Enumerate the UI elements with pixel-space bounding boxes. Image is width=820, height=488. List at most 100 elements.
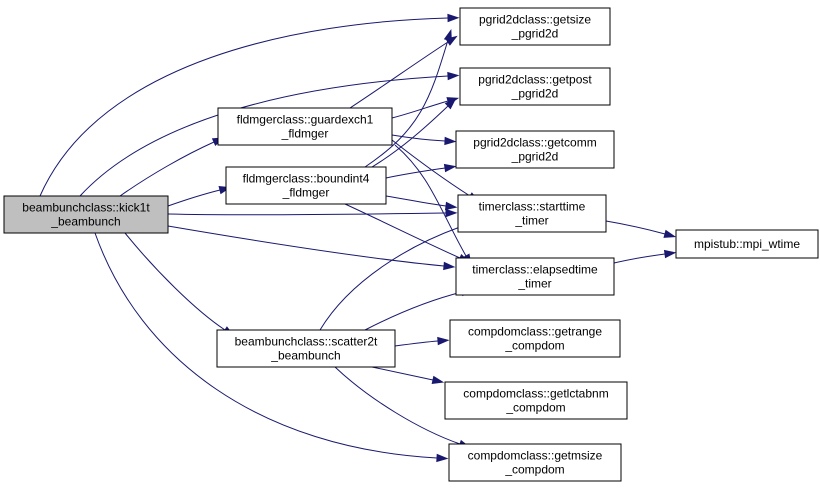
node-box bbox=[216, 329, 396, 368]
edge-kick1t-to-boundint4 bbox=[167, 186, 232, 207]
node-label: mpistub::mpi_wtime bbox=[694, 237, 800, 251]
node-elapsedtime[interactable]: timerclass::elapsedtime_timer bbox=[455, 257, 615, 296]
edge-line bbox=[364, 291, 463, 331]
arrowhead-icon bbox=[443, 261, 456, 271]
node-box bbox=[457, 194, 607, 233]
node-label: pgrid2dclass::getcomm bbox=[473, 136, 596, 150]
node-label: fldmgerclass::boundint4 bbox=[243, 172, 370, 186]
node-box bbox=[455, 257, 615, 296]
node-label-suffix: _pgrid2d bbox=[511, 150, 559, 164]
edge-kick1t-to-elapsedtime bbox=[167, 225, 456, 271]
node-box bbox=[225, 166, 387, 205]
edge-kick1t-to-getmsize bbox=[94, 232, 449, 463]
node-box bbox=[455, 130, 615, 169]
node-box bbox=[448, 443, 622, 482]
arrowhead-icon bbox=[663, 249, 677, 259]
arrowhead-icon bbox=[663, 229, 677, 238]
edge-line bbox=[391, 134, 446, 142]
node-getlctabnm[interactable]: compdomclass::getlctabnm_compdom bbox=[444, 381, 628, 420]
edge-starttime-to-mpi_wtime bbox=[605, 220, 677, 238]
edge-line bbox=[605, 220, 666, 235]
edge-boundint4-to-getcomm bbox=[385, 163, 457, 179]
node-getmsize[interactable]: compdomclass::getmsize_compdom bbox=[448, 443, 622, 482]
edge-line bbox=[167, 189, 221, 207]
node-label: timerclass::elapsedtime bbox=[472, 263, 598, 277]
arrowhead-icon bbox=[443, 163, 457, 173]
node-label-suffix: _compdom bbox=[505, 401, 565, 415]
node-label-suffix: _compdom bbox=[504, 339, 564, 353]
node-boundint4[interactable]: fldmgerclass::boundint4_fldmger bbox=[225, 166, 387, 205]
edge-line bbox=[94, 232, 438, 459]
node-getsize[interactable]: pgrid2dclass::getsize_pgrid2d bbox=[459, 7, 611, 46]
node-guardexch1[interactable]: fldmgerclass::guardexch1_fldmger bbox=[217, 107, 393, 146]
node-label-suffix: _beambunch bbox=[270, 349, 340, 363]
node-getpost[interactable]: pgrid2dclass::getpost_pgrid2d bbox=[459, 67, 611, 106]
edge-line bbox=[119, 141, 215, 197]
edge-boundint4-to-getsize bbox=[364, 28, 452, 168]
edge-line bbox=[334, 366, 461, 445]
arrowhead-icon bbox=[444, 201, 458, 211]
node-label: timerclass::starttime bbox=[479, 200, 586, 214]
node-label-suffix: _timer bbox=[517, 277, 551, 291]
arrowhead-icon bbox=[431, 375, 445, 384]
node-label-suffix: _fldmger bbox=[282, 186, 330, 200]
edge-line bbox=[39, 17, 449, 197]
node-label: pgrid2dclass::getsize bbox=[479, 13, 591, 27]
edge-line bbox=[391, 100, 449, 119]
node-box bbox=[675, 229, 819, 259]
node-box bbox=[459, 67, 611, 106]
node-label: compdomclass::getlctabnm bbox=[463, 387, 608, 401]
node-label-suffix: _timer bbox=[514, 214, 548, 228]
edge-line bbox=[613, 253, 666, 264]
edge-line bbox=[167, 212, 447, 216]
node-box bbox=[3, 195, 169, 234]
node-box bbox=[444, 381, 628, 420]
edge-line bbox=[371, 105, 449, 168]
node-mpi_wtime[interactable]: mpistub::mpi_wtime bbox=[675, 229, 819, 259]
edge-line bbox=[371, 366, 434, 381]
node-label: beambunchclass::scatter2t bbox=[235, 335, 378, 349]
node-scatter2t[interactable]: beambunchclass::scatter2t_beambunch bbox=[216, 329, 396, 368]
arrowhead-icon bbox=[447, 13, 460, 23]
edge-line bbox=[349, 41, 449, 109]
node-kick1t[interactable]: beambunchclass::kick1t_beambunch bbox=[3, 195, 169, 234]
nodes-layer: beambunchclass::kick1t_beambunchfldmgerc… bbox=[3, 7, 819, 482]
edge-line bbox=[167, 225, 445, 267]
arrowhead-icon bbox=[444, 98, 457, 110]
edge-kick1t-to-guardexch1 bbox=[119, 137, 225, 197]
edge-boundint4-to-starttime bbox=[385, 195, 458, 211]
edge-line bbox=[364, 39, 449, 168]
edge-line bbox=[344, 203, 461, 259]
edge-elapsedtime-to-mpi_wtime bbox=[613, 249, 677, 264]
edge-kick1t-to-starttime bbox=[167, 208, 458, 218]
edge-line bbox=[385, 195, 447, 207]
node-label: compdomclass::getmsize bbox=[468, 449, 603, 463]
node-label: beambunchclass::kick1t bbox=[22, 201, 150, 215]
arrowhead-icon bbox=[445, 208, 458, 218]
edge-guardexch1-to-getcomm bbox=[391, 134, 457, 146]
node-box bbox=[217, 107, 393, 146]
node-label: pgrid2dclass::getpost bbox=[478, 73, 592, 87]
node-box bbox=[459, 7, 611, 46]
edge-scatter2t-to-getrange bbox=[394, 336, 450, 347]
arrowhead-icon bbox=[447, 71, 460, 81]
edge-scatter2t-to-getlctabnm bbox=[371, 366, 445, 384]
edge-guardexch1-to-getsize bbox=[349, 35, 458, 109]
node-getrange[interactable]: compdomclass::getrange_compdom bbox=[449, 319, 621, 358]
node-label-suffix: _fldmger bbox=[281, 127, 329, 141]
node-label-suffix: _pgrid2d bbox=[511, 27, 559, 41]
edge-guardexch1-to-getpost bbox=[391, 97, 460, 119]
edge-line bbox=[124, 232, 226, 331]
node-starttime[interactable]: timerclass::starttime_timer bbox=[457, 194, 607, 233]
edge-kick1t-to-getsize bbox=[39, 13, 460, 197]
arrowhead-icon bbox=[443, 28, 452, 42]
edge-line bbox=[394, 144, 467, 257]
arrowhead-icon bbox=[436, 453, 449, 463]
edge-line bbox=[394, 340, 439, 347]
node-label-suffix: _compdom bbox=[504, 463, 564, 477]
node-getcomm[interactable]: pgrid2dclass::getcomm_pgrid2d bbox=[455, 130, 615, 169]
node-box bbox=[449, 319, 621, 358]
arrowhead-icon bbox=[437, 336, 450, 346]
edge-line bbox=[385, 167, 446, 179]
